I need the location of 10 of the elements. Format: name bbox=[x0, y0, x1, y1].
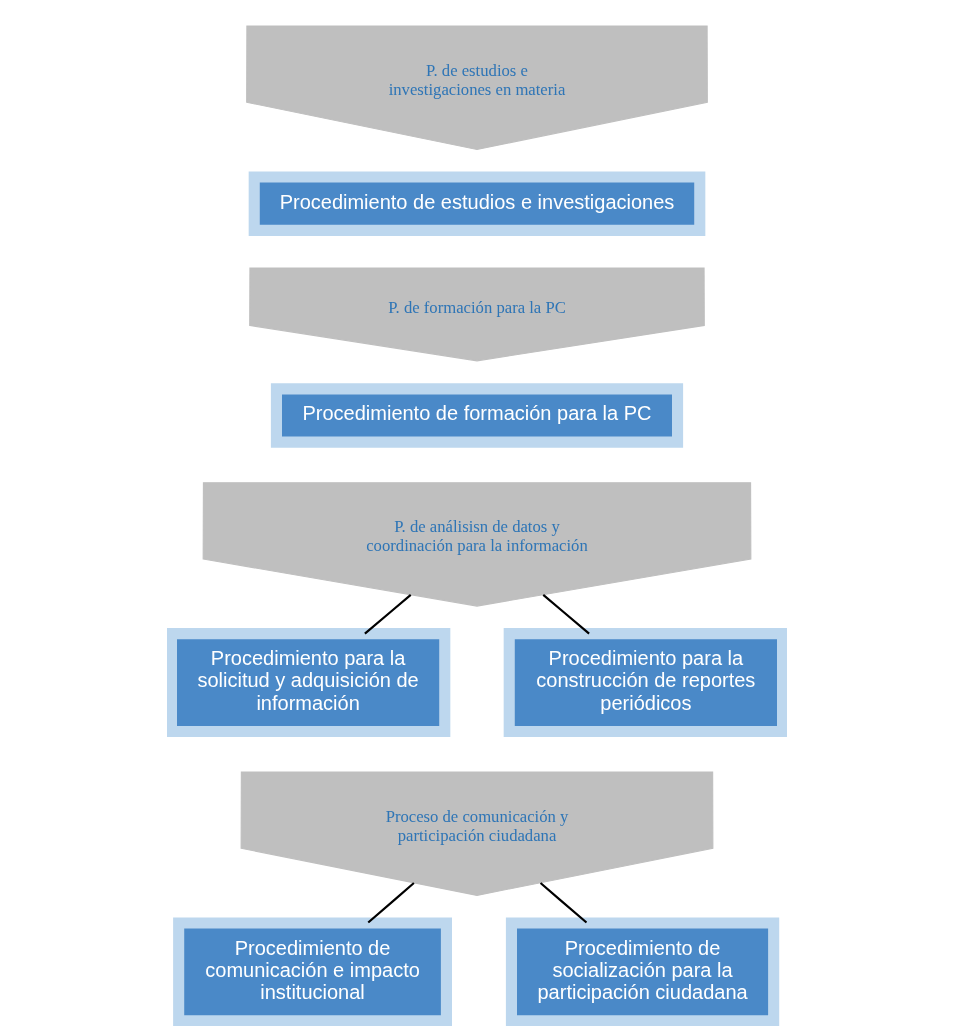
node-box: Procedimiento para la construcción de reportes periódicos bbox=[503, 628, 787, 737]
connector bbox=[539, 882, 587, 924]
node-box: Procedimiento de formación para la PC bbox=[270, 383, 683, 448]
node-box: Procedimiento de estudios e investigaciones bbox=[248, 171, 705, 236]
connector bbox=[367, 882, 415, 924]
connector bbox=[542, 594, 590, 635]
node-box: Procedimiento para la solicitud y adquisición de información bbox=[166, 628, 450, 737]
connector bbox=[363, 594, 411, 635]
node-box: Procedimiento de socialización para la participación ciudadana bbox=[505, 917, 779, 1026]
node-box: Procedimiento de comunicación e impacto institucional bbox=[172, 917, 452, 1026]
